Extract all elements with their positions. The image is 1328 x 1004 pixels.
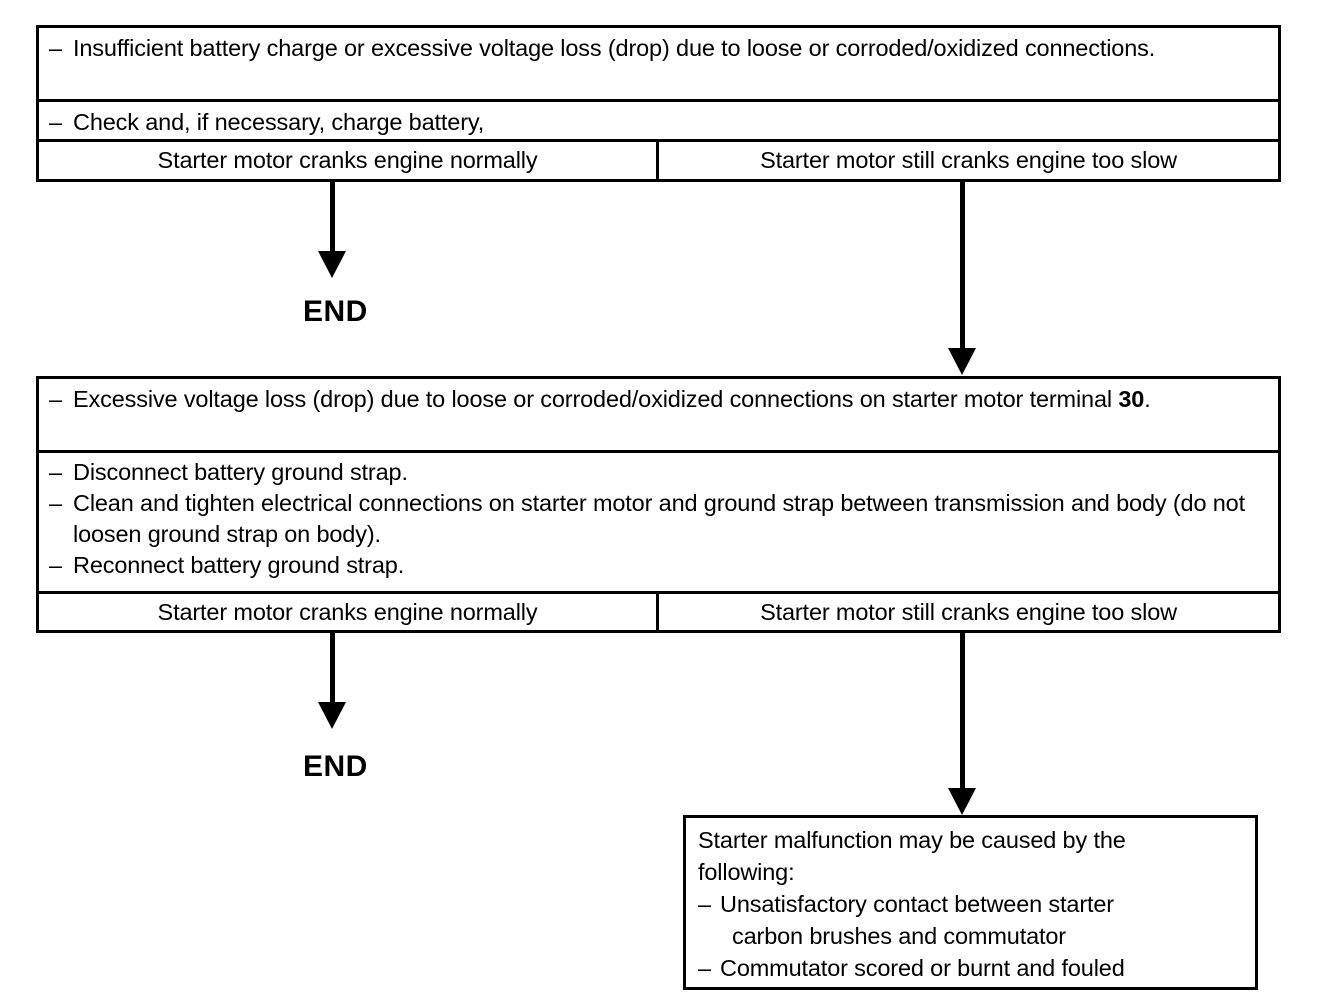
note-item-1-line-1: –Unsatisfactory contact between starter: [698, 888, 1245, 920]
end-label-2: END: [303, 750, 368, 783]
branch-2-outcome-normal: Starter motor cranks engine normally: [39, 594, 659, 631]
arrow-box1-left-to-end: [318, 182, 346, 278]
note-item-2-line-1-body: Commutator scored or burnt and fouled: [720, 955, 1125, 981]
starter-malfunction-note-box: Starter malfunction may be caused by the…: [683, 815, 1258, 990]
dash-icon: –: [49, 552, 62, 578]
branch-1-outcome-normal: Starter motor cranks engine normally: [39, 142, 659, 179]
action-text-2-1-body: Disconnect battery ground strap.: [73, 459, 408, 485]
cause-text-2-after: .: [1144, 386, 1151, 412]
branch-2-outcome-slow: Starter motor still cranks engine too sl…: [760, 599, 1177, 625]
flow-box-1-branch-row: Starter motor cranks engine normally Sta…: [39, 142, 1278, 179]
flow-box-1-cause-row: –Insufficient battery charge or excessiv…: [39, 28, 1278, 102]
arrow-box2-left-to-end: [318, 633, 346, 729]
cause-text-2: –Excessive voltage loss (drop) due to lo…: [49, 384, 1268, 415]
flow-box-1: –Insufficient battery charge or excessiv…: [36, 25, 1281, 182]
flow-box-2-action-row: –Disconnect battery ground strap. –Clean…: [39, 453, 1278, 594]
action-text-2-3-body: Reconnect battery ground strap.: [73, 552, 405, 578]
dash-icon: –: [698, 955, 711, 981]
dash-icon: –: [49, 109, 62, 135]
note-item-1-line-1-body: Unsatisfactory contact between starter: [720, 891, 1114, 917]
cause-text-1: –Insufficient battery charge or excessiv…: [49, 33, 1268, 64]
note-item-1-line-2: carbon brushes and commutator: [732, 923, 1066, 949]
dash-icon: –: [49, 490, 62, 516]
cause-text-2-before: Excessive voltage loss (drop) due to loo…: [73, 386, 1119, 412]
dash-icon: –: [49, 35, 62, 61]
note-heading-line-1: Starter malfunction may be caused by the: [698, 827, 1126, 853]
flow-box-2-cause-row: –Excessive voltage loss (drop) due to lo…: [39, 379, 1278, 453]
dash-icon: –: [49, 386, 62, 412]
cause-text-1-body: Insufficient battery charge or excessive…: [73, 35, 1156, 61]
end-label-1: END: [303, 295, 368, 328]
dash-icon: –: [698, 891, 711, 917]
branch-1-outcome-slow: Starter motor still cranks engine too sl…: [760, 147, 1177, 173]
cause-text-2-terminal-number: 30: [1118, 386, 1145, 412]
arrow-box1-right-to-box2: [948, 182, 976, 376]
flow-box-2: –Excessive voltage loss (drop) due to lo…: [36, 376, 1281, 633]
arrow-box2-right-to-note: [948, 633, 976, 816]
action-text-2-2-body: Clean and tighten electrical connections…: [73, 490, 1245, 547]
action-text-2-1: –Disconnect battery ground strap.: [49, 457, 1268, 488]
flow-box-2-branch-row: Starter motor cranks engine normally Sta…: [39, 594, 1278, 631]
dash-icon: –: [49, 459, 62, 485]
action-text-1: –Check and, if necessary, charge battery…: [49, 107, 1268, 138]
note-item-2-line-1: –Commutator scored or burnt and fouled: [698, 952, 1245, 984]
note-heading-line-2: following:: [698, 859, 795, 885]
action-text-2-3: –Reconnect battery ground strap.: [49, 550, 1268, 581]
action-text-1-body: Check and, if necessary, charge battery,: [73, 109, 485, 135]
flow-box-1-action-row: –Check and, if necessary, charge battery…: [39, 102, 1278, 142]
action-text-2-2: –Clean and tighten electrical connection…: [49, 488, 1268, 550]
